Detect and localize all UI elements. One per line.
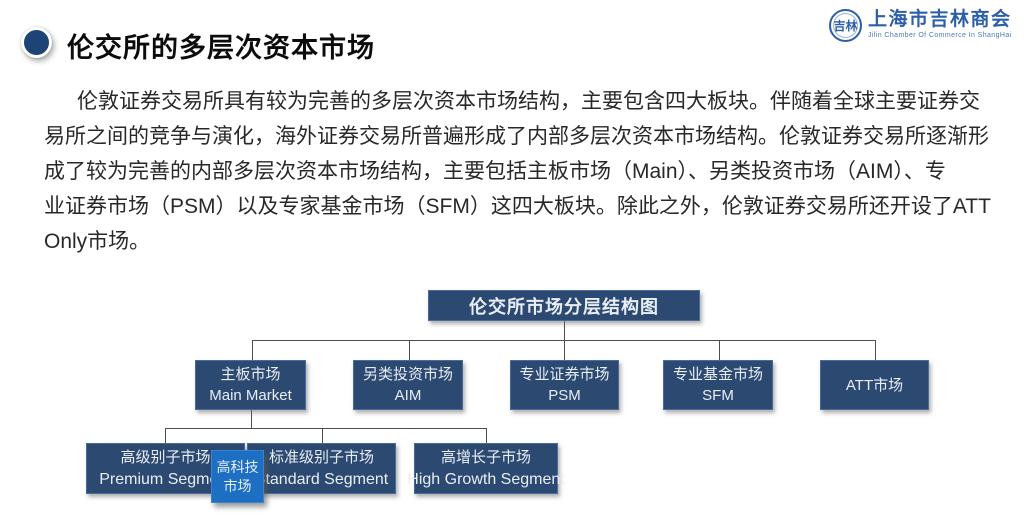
org-logo: 吉林 上海市吉林商会 Jilin Chamber Of Commerce In … <box>829 9 1012 42</box>
org-box-label-en: PSM <box>548 387 581 404</box>
connector-main-drop <box>251 410 252 428</box>
org-box-label-en: SFM <box>702 387 734 404</box>
org-box-label-cn: 标准级别子市场 <box>268 448 374 466</box>
connector-drop-premium <box>165 428 166 443</box>
connector-root-drop <box>564 321 565 340</box>
org-box-label-cn: 专业基金市场 <box>672 366 763 383</box>
org-box-label-cn: ATT市场 <box>845 376 904 394</box>
org-box-att: ATT市场 <box>820 360 929 410</box>
connector-level3-hline <box>165 428 487 429</box>
org-box-psm: 专业证券市场 PSM <box>510 360 619 410</box>
org-box-label-cn: 另类投资市场 <box>362 366 453 383</box>
paragraph-line: Only市场。 <box>44 230 151 253</box>
org-box-label-en: High Growth Segment <box>407 470 565 488</box>
page-title: 伦交所的多层次资本市场 <box>67 33 375 63</box>
org-box-main-market: 主板市场 Main Market <box>195 360 306 410</box>
org-box-aim: 另类投资市场 AIM <box>353 360 463 410</box>
connector-drop-sfm <box>719 340 720 360</box>
logo-text: 上海市吉林商会 Jilin Chamber Of Commerce In Sha… <box>868 9 1012 39</box>
org-box-root-label: 伦交所市场分层结构图 <box>469 296 659 317</box>
title-bullet-icon <box>21 27 52 58</box>
org-box-root: 伦交所市场分层结构图 <box>428 290 700 321</box>
org-box-label-en: AIM <box>394 387 422 404</box>
org-box-high-growth-segment: 高增长子市场 High Growth Segment <box>407 443 565 494</box>
org-box-sfm: 专业基金市场 SFM <box>663 360 773 410</box>
connector-drop-att <box>875 340 876 360</box>
org-box-label-en: Premium Segment <box>99 470 232 488</box>
org-name-en: Jilin Chamber Of Commerce In ShangHai <box>868 32 1012 39</box>
org-box-label-cn: 高科技 <box>216 458 259 475</box>
paragraph-line: 业证券市场（PSM）以及专家基金市场（SFM）这四大板块。除此之外，伦敦证券交易… <box>44 195 991 218</box>
connector-drop-main <box>252 340 253 360</box>
paragraph-line: 成了较为完善的内部多层次资本市场结构，主要包括主板市场（Main）、另类投资市场… <box>44 160 946 183</box>
seal-icon: 吉林 <box>829 9 862 42</box>
org-box-label-en: Main Market <box>209 387 292 404</box>
connector-drop-highgrowth <box>486 428 487 443</box>
org-box-label-cn: 高增长子市场 <box>440 448 531 466</box>
org-box-standard-segment: 标准级别子市场 Standard Segment <box>247 443 396 494</box>
org-box-hightech-market: 高科技 市场 <box>211 450 264 503</box>
connector-drop-aim <box>409 340 410 360</box>
connector-drop-psm <box>564 340 565 360</box>
org-name-cn: 上海市吉林商会 <box>868 9 1012 30</box>
org-box-label-cn: 高级别子市场 <box>120 448 211 466</box>
paragraph-line: 易所之间的竞争与演化，海外证券交易所普遍形成了内部多层次资本市场结构。伦敦证券交… <box>44 125 989 148</box>
connector-drop-standard <box>322 428 323 443</box>
body-paragraph: 伦敦证券交易所具有较为完善的多层次资本市场结构，主要包含四大板块。伴随着全球主要… <box>44 84 991 259</box>
org-box-label-cn: 专业证券市场 <box>519 366 610 383</box>
org-box-label-en: Standard Segment <box>254 470 389 488</box>
org-box-label-cn: 主板市场 <box>220 366 281 383</box>
paragraph-line: 伦敦证券交易所具有较为完善的多层次资本市场结构，主要包含四大板块。伴随着全球主要… <box>77 90 980 113</box>
org-box-label-cn: 市场 <box>223 477 252 494</box>
